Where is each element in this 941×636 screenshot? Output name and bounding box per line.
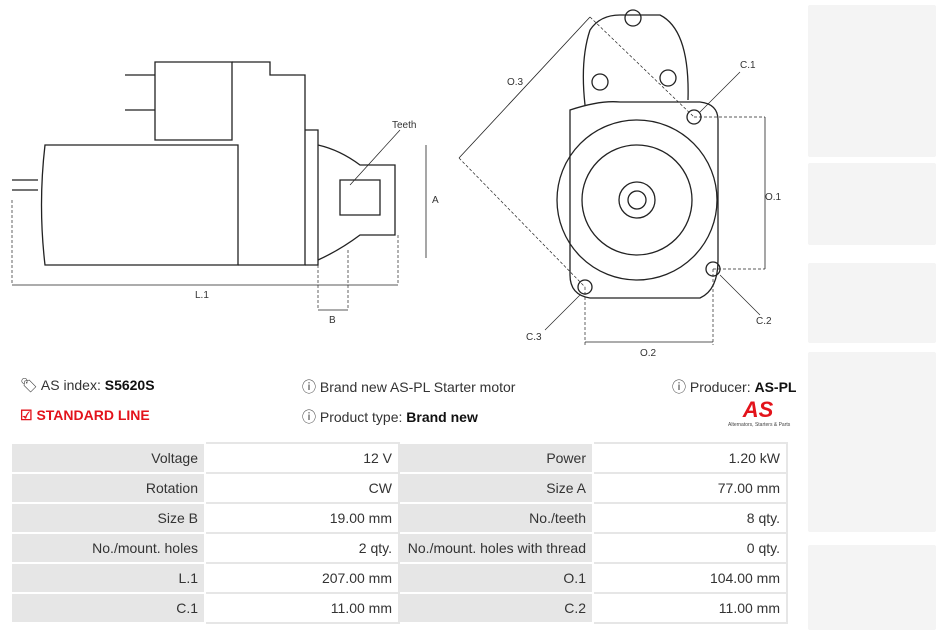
front-view-drawing [458, 9, 766, 345]
product-photo-4[interactable] [808, 352, 936, 532]
spec-label: L.1 [10, 562, 206, 594]
label-o1: O.1 [765, 192, 782, 203]
label-c1: C.1 [740, 60, 756, 71]
label-l1: L.1 [195, 290, 209, 301]
spec-label: C.2 [398, 592, 594, 624]
spec-value: 0 qty. [592, 532, 788, 564]
standard-line-badge: ☑ STANDARD LINE [20, 407, 150, 423]
product-photo-5[interactable] [808, 545, 936, 630]
spec-value: 11.00 mm [592, 592, 788, 624]
label-a: A [432, 195, 439, 206]
producer: ⓘ Producer: AS-PL [672, 379, 797, 395]
product-photo-1[interactable] [808, 5, 936, 157]
spec-value: 2 qty. [204, 532, 400, 564]
label-c3: C.3 [526, 332, 542, 343]
label-teeth: Teeth [392, 120, 416, 131]
product-type: ⓘ Product type: Brand new [302, 409, 478, 425]
spec-value: 207.00 mm [204, 562, 400, 594]
spec-label: Size B [10, 502, 206, 534]
label-o2: O.2 [640, 348, 657, 359]
product-photo-3[interactable] [808, 263, 936, 343]
spec-value: 8 qty. [592, 502, 788, 534]
spec-label: Rotation [10, 472, 206, 504]
as-pl-logo: AS Alternators, Starters & Parts [728, 397, 791, 429]
spec-value: 11.00 mm [204, 592, 400, 624]
tags-icon: 🏷 [20, 377, 38, 393]
info-icon: ⓘ [672, 379, 686, 395]
description: ⓘ Brand new AS-PL Starter motor [302, 379, 516, 395]
as-index: 🏷 AS index: S5620S [20, 377, 155, 393]
spec-label: Power [398, 442, 594, 474]
spec-value: 77.00 mm [592, 472, 788, 504]
spec-label: Size A [398, 472, 594, 504]
spec-value: 19.00 mm [204, 502, 400, 534]
spec-label: No./teeth [398, 502, 594, 534]
spec-label: O.1 [398, 562, 594, 594]
technical-drawing: Teeth A B L.1 O.1 O.2 O.3 C.1 C.2 C.3 [11, 9, 782, 359]
spec-label: No./mount. holes with thread [398, 532, 594, 564]
spec-label: C.1 [10, 592, 206, 624]
spec-value: 104.00 mm [592, 562, 788, 594]
check-square-icon: ☑ [20, 407, 33, 423]
spec-value: 1.20 kW [592, 442, 788, 474]
spec-value: 12 V [204, 442, 400, 474]
info-icon: ⓘ [302, 379, 316, 395]
side-view-drawing [11, 61, 427, 311]
label-b: B [329, 315, 336, 326]
spec-label: Voltage [10, 442, 206, 474]
spec-value: CW [204, 472, 400, 504]
label-c2: C.2 [756, 316, 772, 327]
product-photo-2[interactable] [808, 163, 936, 245]
spec-label: No./mount. holes [10, 532, 206, 564]
info-icon: ⓘ [302, 409, 316, 425]
label-o3: O.3 [507, 77, 524, 88]
